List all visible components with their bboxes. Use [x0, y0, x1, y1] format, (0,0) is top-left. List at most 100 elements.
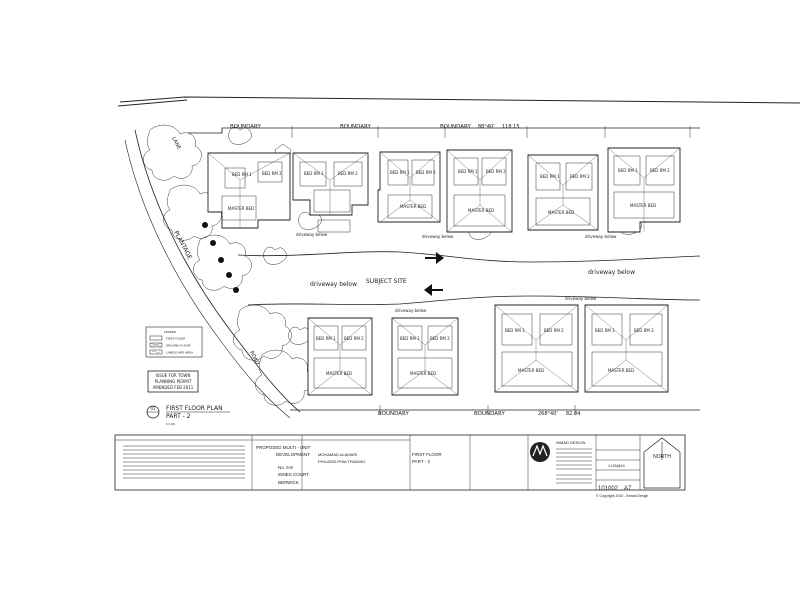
room-label: BED RM 3	[634, 328, 654, 333]
unit-3-first-floor	[377, 151, 441, 223]
legend-item: LANDSCAPE AREA	[166, 351, 194, 355]
boundary-label: BOUNDARY	[230, 124, 262, 130]
room-label: MASTER BED	[326, 371, 352, 376]
copyright-note: © Copyright 2010 - Nimad Design	[596, 494, 648, 498]
site-boundary	[117, 96, 800, 419]
bearing-label: 82.84	[566, 411, 580, 417]
boundary-label: BOUNDARY	[340, 124, 372, 130]
room-label: BED RM 1	[540, 174, 560, 179]
view-scale: 1:100	[166, 422, 175, 426]
revision-code: A7	[624, 486, 632, 492]
unit-10-first-floor	[584, 304, 669, 393]
site-address: No. 6-8	[278, 465, 293, 470]
room-label: BED RM 1	[458, 169, 478, 174]
unit-9-first-floor	[494, 304, 579, 393]
room-label: MASTER BED	[548, 210, 574, 215]
subject-site-label: SUBJECT SITE	[366, 278, 407, 285]
scale-value: 1:100@A3	[608, 464, 625, 468]
bearing-label: 88°40'	[478, 124, 495, 130]
room-label: MASTER BED	[468, 208, 494, 213]
room-label: BED RM 2	[262, 171, 282, 176]
legend-swatch	[149, 335, 163, 341]
view-number: 01	[150, 406, 156, 411]
site-address: BERWICK	[278, 480, 299, 485]
bearing-label: 268°40'	[538, 411, 558, 417]
legend-swatch	[149, 342, 163, 348]
room-label: BED RM 1	[400, 336, 420, 341]
unit-1-first-floor	[207, 152, 291, 229]
room-label: BED RM 2	[650, 168, 670, 173]
project-name: DEVELOPMENT	[276, 452, 310, 457]
drawing-number: 101002	[598, 486, 619, 492]
boundary-label: BOUNDARY	[378, 411, 410, 417]
driveway-label: driveway below	[565, 296, 597, 301]
room-label: MASTER BED	[228, 206, 254, 211]
room-label: BED RM 1	[390, 170, 410, 175]
view-title-line: FIRST FLOOR PLAN	[166, 405, 223, 412]
driveway-label: driveway below	[422, 234, 454, 239]
client-name: PHILADELPHIA TRADING	[318, 459, 366, 464]
room-label: BED RM 1	[595, 328, 615, 333]
room-label: BED RM 1	[316, 336, 336, 341]
driveway-label: driveway below	[588, 269, 635, 276]
stamp-line: PLANNING PERMIT	[155, 379, 192, 384]
street-label: LANE	[170, 136, 182, 151]
room-label: BED RM 1	[618, 168, 638, 173]
room-label: BED RM 1	[232, 172, 252, 177]
client-name: MOHAMAD ALAMARI	[318, 452, 357, 457]
room-label: BED RM 2	[338, 171, 358, 176]
stamp-line: ISSUE FOR TOWN	[155, 373, 190, 378]
room-label: BED RM 2	[430, 336, 450, 341]
traffic-arrow-left	[424, 284, 443, 296]
project-name: PROPOSED MULTI - UNIT	[256, 445, 311, 450]
room-label: MASTER BED	[630, 203, 656, 208]
north-label: NORTH	[653, 454, 671, 460]
title-block: PROPOSED MULTI - UNIT DEVELOPMENT MOHAMA…	[114, 434, 686, 492]
legend-swatch	[149, 349, 163, 355]
room-label: BED RM 1	[304, 171, 324, 176]
room-label: BED RM 1	[505, 328, 525, 333]
room-label: BED RM 2	[570, 174, 590, 179]
legend: LEGEND FIRST FLOOR GROUND FLOOR LANDSCAP…	[145, 326, 203, 358]
street-trees	[202, 222, 239, 293]
north-arrow-icon	[643, 437, 681, 489]
unit-6-first-floor	[607, 147, 681, 233]
unit-8-first-floor	[391, 317, 459, 396]
room-labels: BED RM 1 BED RM 2 MASTER BED BED RM 1 BE…	[228, 168, 670, 376]
room-label: BED RM 2	[486, 169, 506, 174]
unit-7-first-floor	[307, 317, 373, 396]
unit-2-first-floor	[292, 152, 369, 233]
sheet-title: PART - 2	[412, 459, 431, 464]
stamp-line: AMENDED FEB 2011	[153, 385, 194, 390]
driveway-label: driveway below	[585, 234, 617, 239]
room-label: BED RM 2	[416, 170, 436, 175]
planning-permit-stamp: ISSUE FOR TOWN PLANNING PERMIT AMENDED F…	[147, 370, 199, 393]
unit-4-first-floor	[446, 149, 513, 233]
driveway	[237, 251, 701, 306]
boundary-label: BOUNDARY	[440, 124, 472, 130]
view-title-line: PART - 2	[166, 413, 191, 420]
legend-item: FIRST FLOOR	[166, 337, 185, 341]
driveway-label: driveway below	[310, 281, 357, 288]
company-name: NIMAD DESIGN	[556, 440, 585, 445]
view-title: 01 FIRST FLOOR PLAN PART - 2 1:100	[146, 405, 230, 426]
unit-5-first-floor	[527, 154, 599, 231]
company-logo	[530, 442, 550, 462]
room-label: MASTER BED	[608, 368, 634, 373]
traffic-arrow-right	[425, 252, 444, 264]
legend-item: GROUND FLOOR	[166, 344, 191, 348]
site-address: INNES COURT	[278, 472, 309, 477]
room-label: BED RM 2	[344, 336, 364, 341]
room-label: BED RM 2	[544, 328, 564, 333]
driveway-label: driveway below	[395, 308, 427, 313]
room-label: MASTER BED	[400, 204, 426, 209]
bearing-label: 118.15	[502, 124, 520, 130]
boundary-label: BOUNDARY	[474, 411, 506, 417]
legend-title: LEGEND	[164, 330, 177, 334]
driveway-label: driveway below	[296, 232, 328, 237]
room-label: MASTER BED	[518, 368, 544, 373]
sheet-title: FIRST FLOOR	[412, 452, 442, 457]
room-label: MASTER BED	[410, 371, 436, 376]
